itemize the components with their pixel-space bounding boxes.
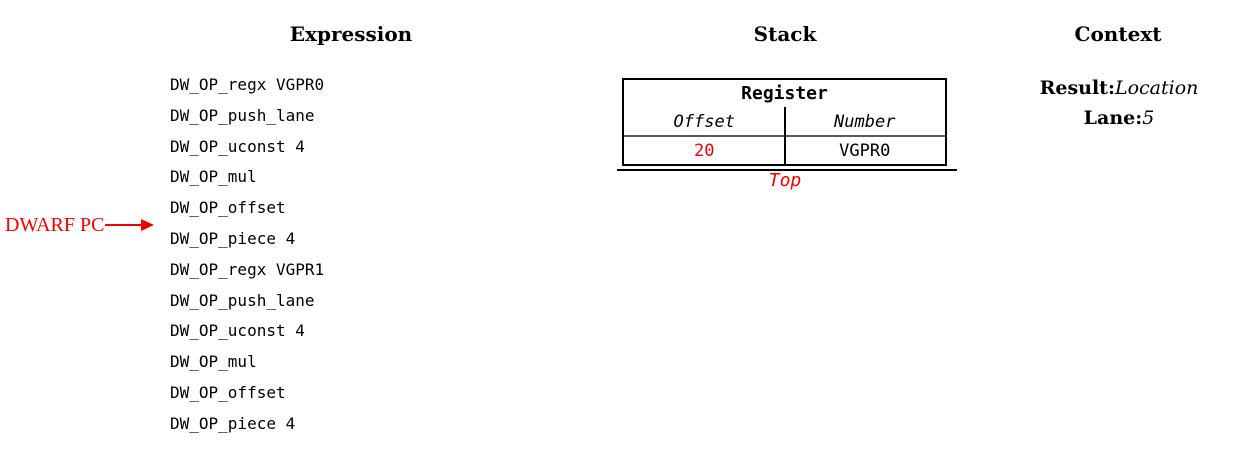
context-lane-label: Lane: bbox=[1083, 107, 1143, 129]
expression-op-row: DW_OP_mul bbox=[170, 352, 257, 372]
context-lane-field: Lane:5 bbox=[1019, 107, 1219, 129]
expression-op-row: DW_OP_regx VGPR1 bbox=[170, 259, 325, 279]
dwarf-pc-arrow bbox=[105, 224, 142, 226]
stack-column-divider-line bbox=[783, 107, 786, 164]
context-result-value: Location bbox=[1114, 77, 1199, 99]
stack-top-label: Top bbox=[768, 170, 802, 191]
expression-op-row: DW_OP_push_lane bbox=[170, 290, 315, 310]
expression-op-row: DW_OP_regx VGPR0 bbox=[170, 75, 325, 94]
expression-op-row: DW_OP_piece 4 bbox=[170, 228, 296, 248]
expression-op-row: DW_OP_uconst 4 bbox=[170, 136, 305, 156]
stack-offset-column: Offset 20 bbox=[624, 107, 785, 164]
expression-column-header: Expression bbox=[289, 22, 413, 46]
expression-op-row: DW_OP_piece 4 bbox=[170, 413, 296, 433]
stack-number-header: Number bbox=[834, 112, 896, 132]
dwarf-pc-label: DWARF PC bbox=[5, 213, 105, 236]
context-result-label: Result: bbox=[1039, 77, 1115, 99]
expression-op-list: DW_OP_regx VGPR0 DW_OP_push_lane DW_OP_u… bbox=[170, 70, 324, 440]
expression-op-row: DW_OP_push_lane bbox=[170, 105, 315, 125]
stack-column-header: Stack bbox=[753, 22, 817, 46]
stack-offset-value: 20 bbox=[694, 140, 715, 161]
expression-op-row: DW_OP_offset bbox=[170, 198, 286, 218]
stack-number-column: Number VGPR0 bbox=[785, 107, 946, 164]
context-lane-value: 5 bbox=[1142, 107, 1155, 129]
stack-entry-title: Register bbox=[741, 83, 828, 104]
dwarf-pc-annotation: DWARF PC bbox=[5, 213, 155, 236]
context-column-header: Context bbox=[1074, 22, 1162, 46]
stack-top-marker-line bbox=[617, 169, 957, 171]
context-result-field: Result:Location bbox=[1019, 77, 1219, 99]
dwarf-pc-arrowhead-icon bbox=[141, 219, 155, 231]
stack-entry-grid: Offset 20 Number VGPR0 bbox=[624, 107, 945, 164]
stack-register-entry: Register Offset 20 Number VGPR0 bbox=[622, 78, 947, 166]
expression-op-row: DW_OP_uconst 4 bbox=[170, 321, 305, 341]
stack-number-value: VGPR0 bbox=[839, 140, 891, 161]
stack-offset-header: Offset bbox=[673, 112, 735, 132]
expression-op-row: DW_OP_mul bbox=[170, 167, 257, 187]
expression-op-row: DW_OP_offset bbox=[170, 382, 286, 402]
